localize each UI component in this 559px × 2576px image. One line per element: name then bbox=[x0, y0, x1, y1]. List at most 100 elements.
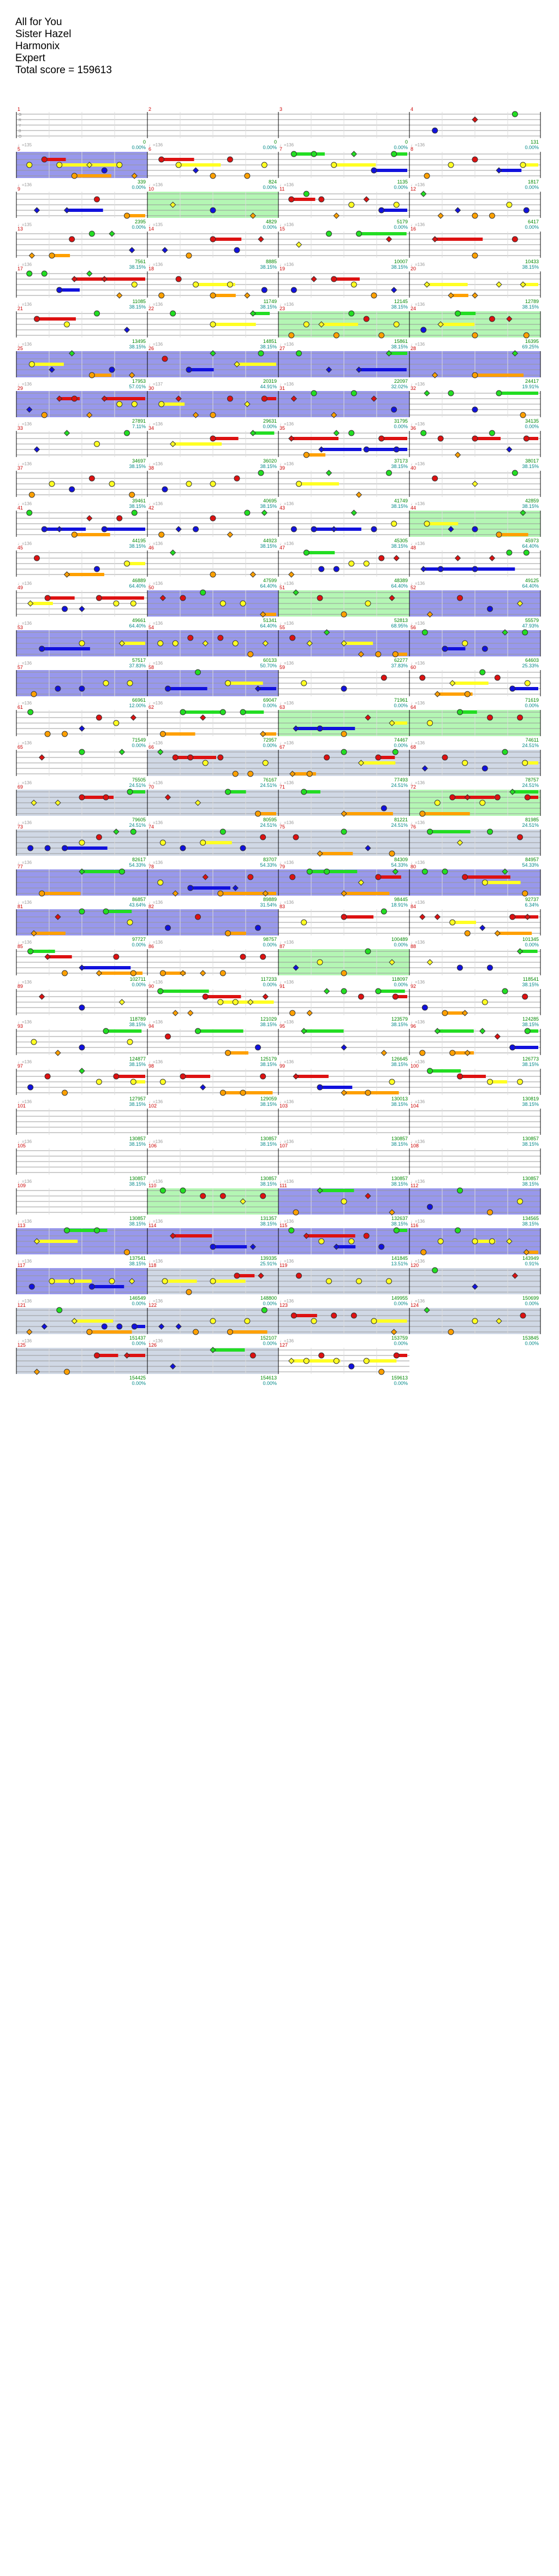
sustain-bar bbox=[320, 1189, 354, 1192]
bpm-marker: ♩=136 bbox=[280, 143, 294, 147]
note-gem bbox=[420, 430, 427, 436]
sustain-bar bbox=[30, 602, 53, 605]
hopo-note bbox=[55, 1050, 61, 1056]
note-gem bbox=[240, 954, 246, 960]
measure-percent: 32.02% bbox=[391, 384, 408, 389]
measure-percent: 38.15% bbox=[391, 1141, 408, 1147]
bpm-marker: ♩=136 bbox=[411, 222, 425, 227]
measure-percent: 0.00% bbox=[263, 942, 277, 948]
note-gem bbox=[303, 549, 310, 556]
note-gem bbox=[420, 1249, 427, 1256]
note-gem bbox=[348, 1363, 355, 1370]
hopo-note bbox=[63, 430, 70, 436]
note-gem bbox=[331, 1312, 337, 1319]
measure-number: 50 bbox=[148, 585, 154, 590]
artist-name: Sister Hazel bbox=[15, 28, 72, 40]
hopo-note bbox=[295, 241, 302, 248]
note-gem bbox=[247, 771, 254, 777]
note-gem bbox=[62, 1089, 68, 1096]
sustain-bar bbox=[82, 966, 131, 969]
note-gem bbox=[186, 252, 192, 259]
measure-number: 46 bbox=[148, 545, 154, 550]
note-gem bbox=[389, 850, 395, 857]
sustain-bar bbox=[299, 482, 339, 485]
note-gem bbox=[506, 202, 513, 208]
bpm-marker: ♩=136 bbox=[148, 422, 163, 427]
note-gem bbox=[289, 1010, 296, 1016]
measure-score: 13495 bbox=[132, 339, 146, 344]
sustain-bar bbox=[378, 990, 405, 993]
bpm-marker: ♩=136 bbox=[411, 980, 425, 985]
measure-percent: 38.15% bbox=[391, 504, 408, 509]
measure-score: 339 bbox=[138, 179, 146, 185]
note-gem bbox=[255, 925, 261, 931]
measure-number: 90 bbox=[148, 984, 154, 989]
measure-number: 27 bbox=[280, 346, 285, 351]
hopo-note bbox=[172, 1010, 179, 1016]
measure-number: 121 bbox=[17, 1302, 26, 1308]
sustain-bar bbox=[499, 169, 522, 172]
sustain-bar bbox=[165, 1280, 197, 1283]
bpm-marker: ♩=136 bbox=[17, 541, 32, 546]
note-gem bbox=[113, 600, 120, 607]
measure-score: 129059 bbox=[260, 1096, 277, 1102]
hopo-note bbox=[68, 350, 75, 357]
measure-number: 93 bbox=[17, 1023, 23, 1029]
note-gem bbox=[180, 709, 186, 715]
bpm-marker: ♩=136 bbox=[280, 780, 294, 785]
measure-score: 130857 bbox=[391, 1136, 408, 1141]
bpm-marker: ♩=136 bbox=[17, 302, 32, 307]
note-gem bbox=[219, 1193, 226, 1199]
measure-score: 84309 bbox=[394, 857, 408, 862]
sustain-bar bbox=[321, 448, 362, 451]
note-gem bbox=[419, 810, 426, 817]
hopo-note bbox=[192, 412, 199, 418]
note-gem bbox=[200, 589, 206, 596]
measure-percent: 38.15% bbox=[260, 1221, 277, 1227]
hopo-note bbox=[262, 640, 269, 647]
note-gem bbox=[341, 611, 347, 618]
measure-percent: 38.15% bbox=[129, 1261, 146, 1266]
note-gem bbox=[509, 914, 516, 920]
measure-number: 102 bbox=[148, 1103, 157, 1109]
note-gem bbox=[288, 196, 295, 203]
bpm-marker: ♩=136 bbox=[280, 461, 294, 466]
hopo-note bbox=[454, 452, 461, 458]
measure-number: 78 bbox=[148, 864, 154, 869]
note-gem bbox=[509, 1044, 516, 1051]
sustain-bar bbox=[452, 682, 489, 685]
note-gem bbox=[424, 520, 430, 527]
measure-percent: 38.15% bbox=[260, 1022, 277, 1027]
measure-number: 101 bbox=[17, 1103, 26, 1109]
note-gem bbox=[365, 1089, 371, 1096]
hopo-note bbox=[524, 914, 531, 920]
note-gem bbox=[165, 685, 171, 692]
note-gem bbox=[175, 162, 182, 168]
note-gem bbox=[448, 162, 454, 168]
measure-percent: 38.15% bbox=[391, 344, 408, 350]
note-gem bbox=[116, 1323, 123, 1330]
note-gem bbox=[180, 845, 186, 851]
note-gem bbox=[449, 794, 456, 801]
sustain-bar bbox=[396, 1229, 407, 1232]
measure-percent: 0.00% bbox=[132, 942, 146, 948]
note-gem bbox=[113, 720, 120, 726]
measure-score: 89889 bbox=[263, 897, 277, 902]
measure-number: 127 bbox=[280, 1342, 288, 1348]
hopo-note bbox=[33, 1369, 40, 1375]
note-gem bbox=[79, 685, 85, 692]
note-gem bbox=[210, 292, 216, 299]
measure-percent: 0.00% bbox=[525, 424, 539, 429]
measure-number: 25 bbox=[17, 346, 23, 351]
measure-score: 130857 bbox=[522, 1136, 539, 1141]
note-gem bbox=[69, 236, 75, 242]
